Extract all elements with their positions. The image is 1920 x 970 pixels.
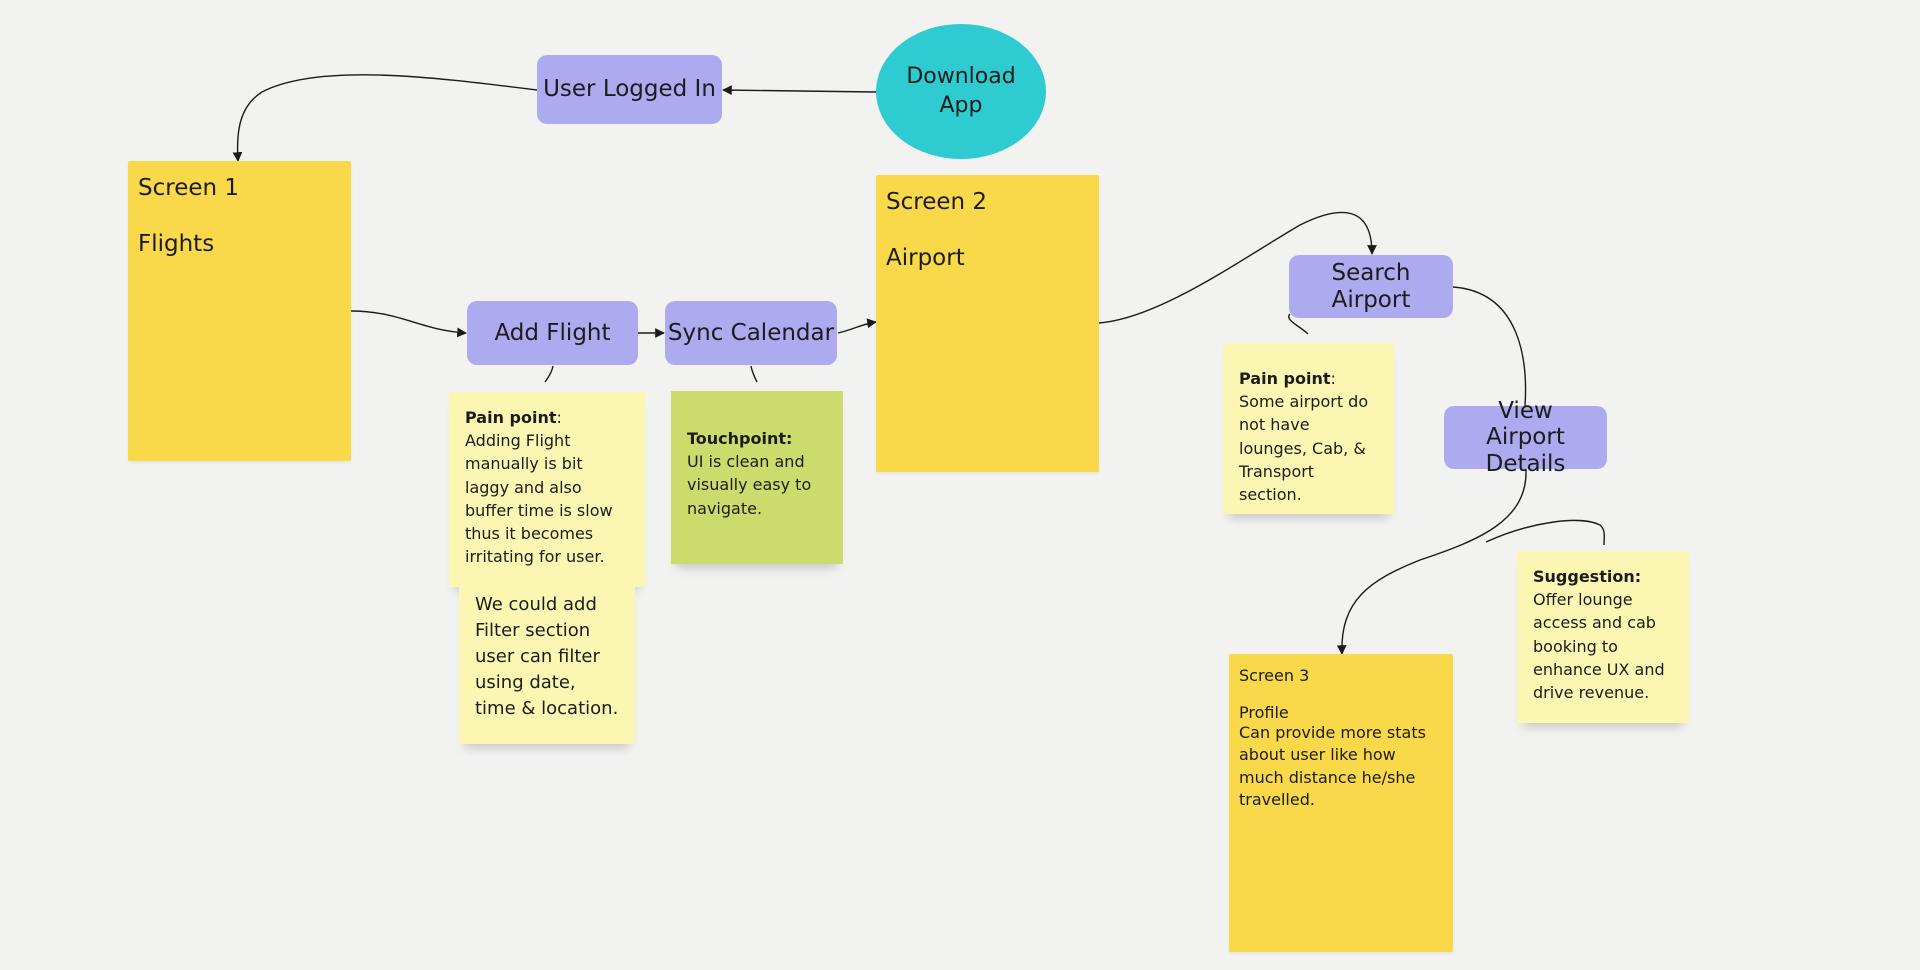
connector-addflight-note-tail (544, 365, 554, 383)
screen2-card[interactable]: Screen 2 Airport (876, 175, 1099, 472)
screen1-title: Screen 1 (138, 175, 240, 201)
sync-touchpoint-note[interactable]: Touchpoint: UI is clean and visually eas… (671, 391, 843, 564)
screen2-subtitle: Airport (886, 245, 965, 271)
connector-screen1-to-addflight (350, 310, 467, 338)
add-flight-idea-text: We could add Filter section user can fil… (475, 594, 619, 720)
user-logged-in-label: User Logged In (543, 76, 716, 103)
add-flight-idea-note[interactable]: We could add Filter section user can fil… (459, 582, 635, 744)
add-flight-pain-label: Pain point (465, 408, 557, 427)
sync-calendar-node[interactable]: Sync Calendar (665, 301, 837, 365)
connector-search-to-details (1452, 286, 1527, 407)
connector-login-to-screen1 (232, 74, 538, 162)
add-flight-node[interactable]: Add Flight (467, 301, 638, 365)
screen1-card[interactable]: Screen 1 Flights (128, 161, 351, 461)
screen3-card[interactable]: Screen 3 Profile Can provide more stats … (1229, 654, 1453, 952)
connector-sync-to-screen2 (837, 318, 877, 334)
airport-pain-label: Pain point (1239, 369, 1331, 388)
download-app-label: Download App (906, 63, 1016, 118)
screen2-title: Screen 2 (886, 189, 988, 215)
airport-pain-point-note[interactable]: Pain point: Some airport do not have lou… (1223, 343, 1394, 514)
screen3-title: Screen 3 (1239, 666, 1310, 685)
connector-sync-note-tail (750, 365, 758, 383)
screen3-subtitle: Profile (1239, 703, 1289, 722)
connector-download-to-login (722, 85, 877, 96)
screen3-description: Can provide more stats about user like h… (1239, 723, 1426, 810)
connector-suggestion-tail (1485, 519, 1606, 546)
suggestion-label: Suggestion: (1533, 567, 1642, 586)
view-airport-details-node[interactable]: View Airport Details (1444, 398, 1607, 477)
view-airport-details-label: View Airport Details (1485, 397, 1566, 477)
search-airport-label: Search Airport (1331, 260, 1411, 313)
suggestion-note[interactable]: Suggestion: Offer lounge access and cab … (1517, 551, 1689, 723)
add-flight-label: Add Flight (494, 319, 611, 346)
download-app-node[interactable]: Download App (876, 24, 1046, 159)
screen1-subtitle: Flights (138, 231, 215, 257)
suggestion-text: Offer lounge access and cab booking to e… (1533, 590, 1665, 702)
search-airport-node[interactable]: Search Airport (1289, 255, 1453, 318)
user-logged-in-node[interactable]: User Logged In (537, 55, 722, 124)
add-flight-pain-text: Adding Flight manually is bit laggy and … (465, 431, 613, 567)
add-flight-pain-point-note[interactable]: Pain point: Adding Flight manually is bi… (449, 392, 645, 587)
sync-calendar-label: Sync Calendar (667, 319, 835, 346)
sync-touchpoint-text: UI is clean and visually easy to navigat… (687, 452, 812, 518)
airport-pain-text: Some airport do not have lounges, Cab, &… (1239, 392, 1369, 504)
airport-pain-colon: : (1330, 369, 1336, 388)
pain-colon: : (556, 408, 562, 427)
sync-touchpoint-label: Touchpoint: (687, 429, 793, 448)
